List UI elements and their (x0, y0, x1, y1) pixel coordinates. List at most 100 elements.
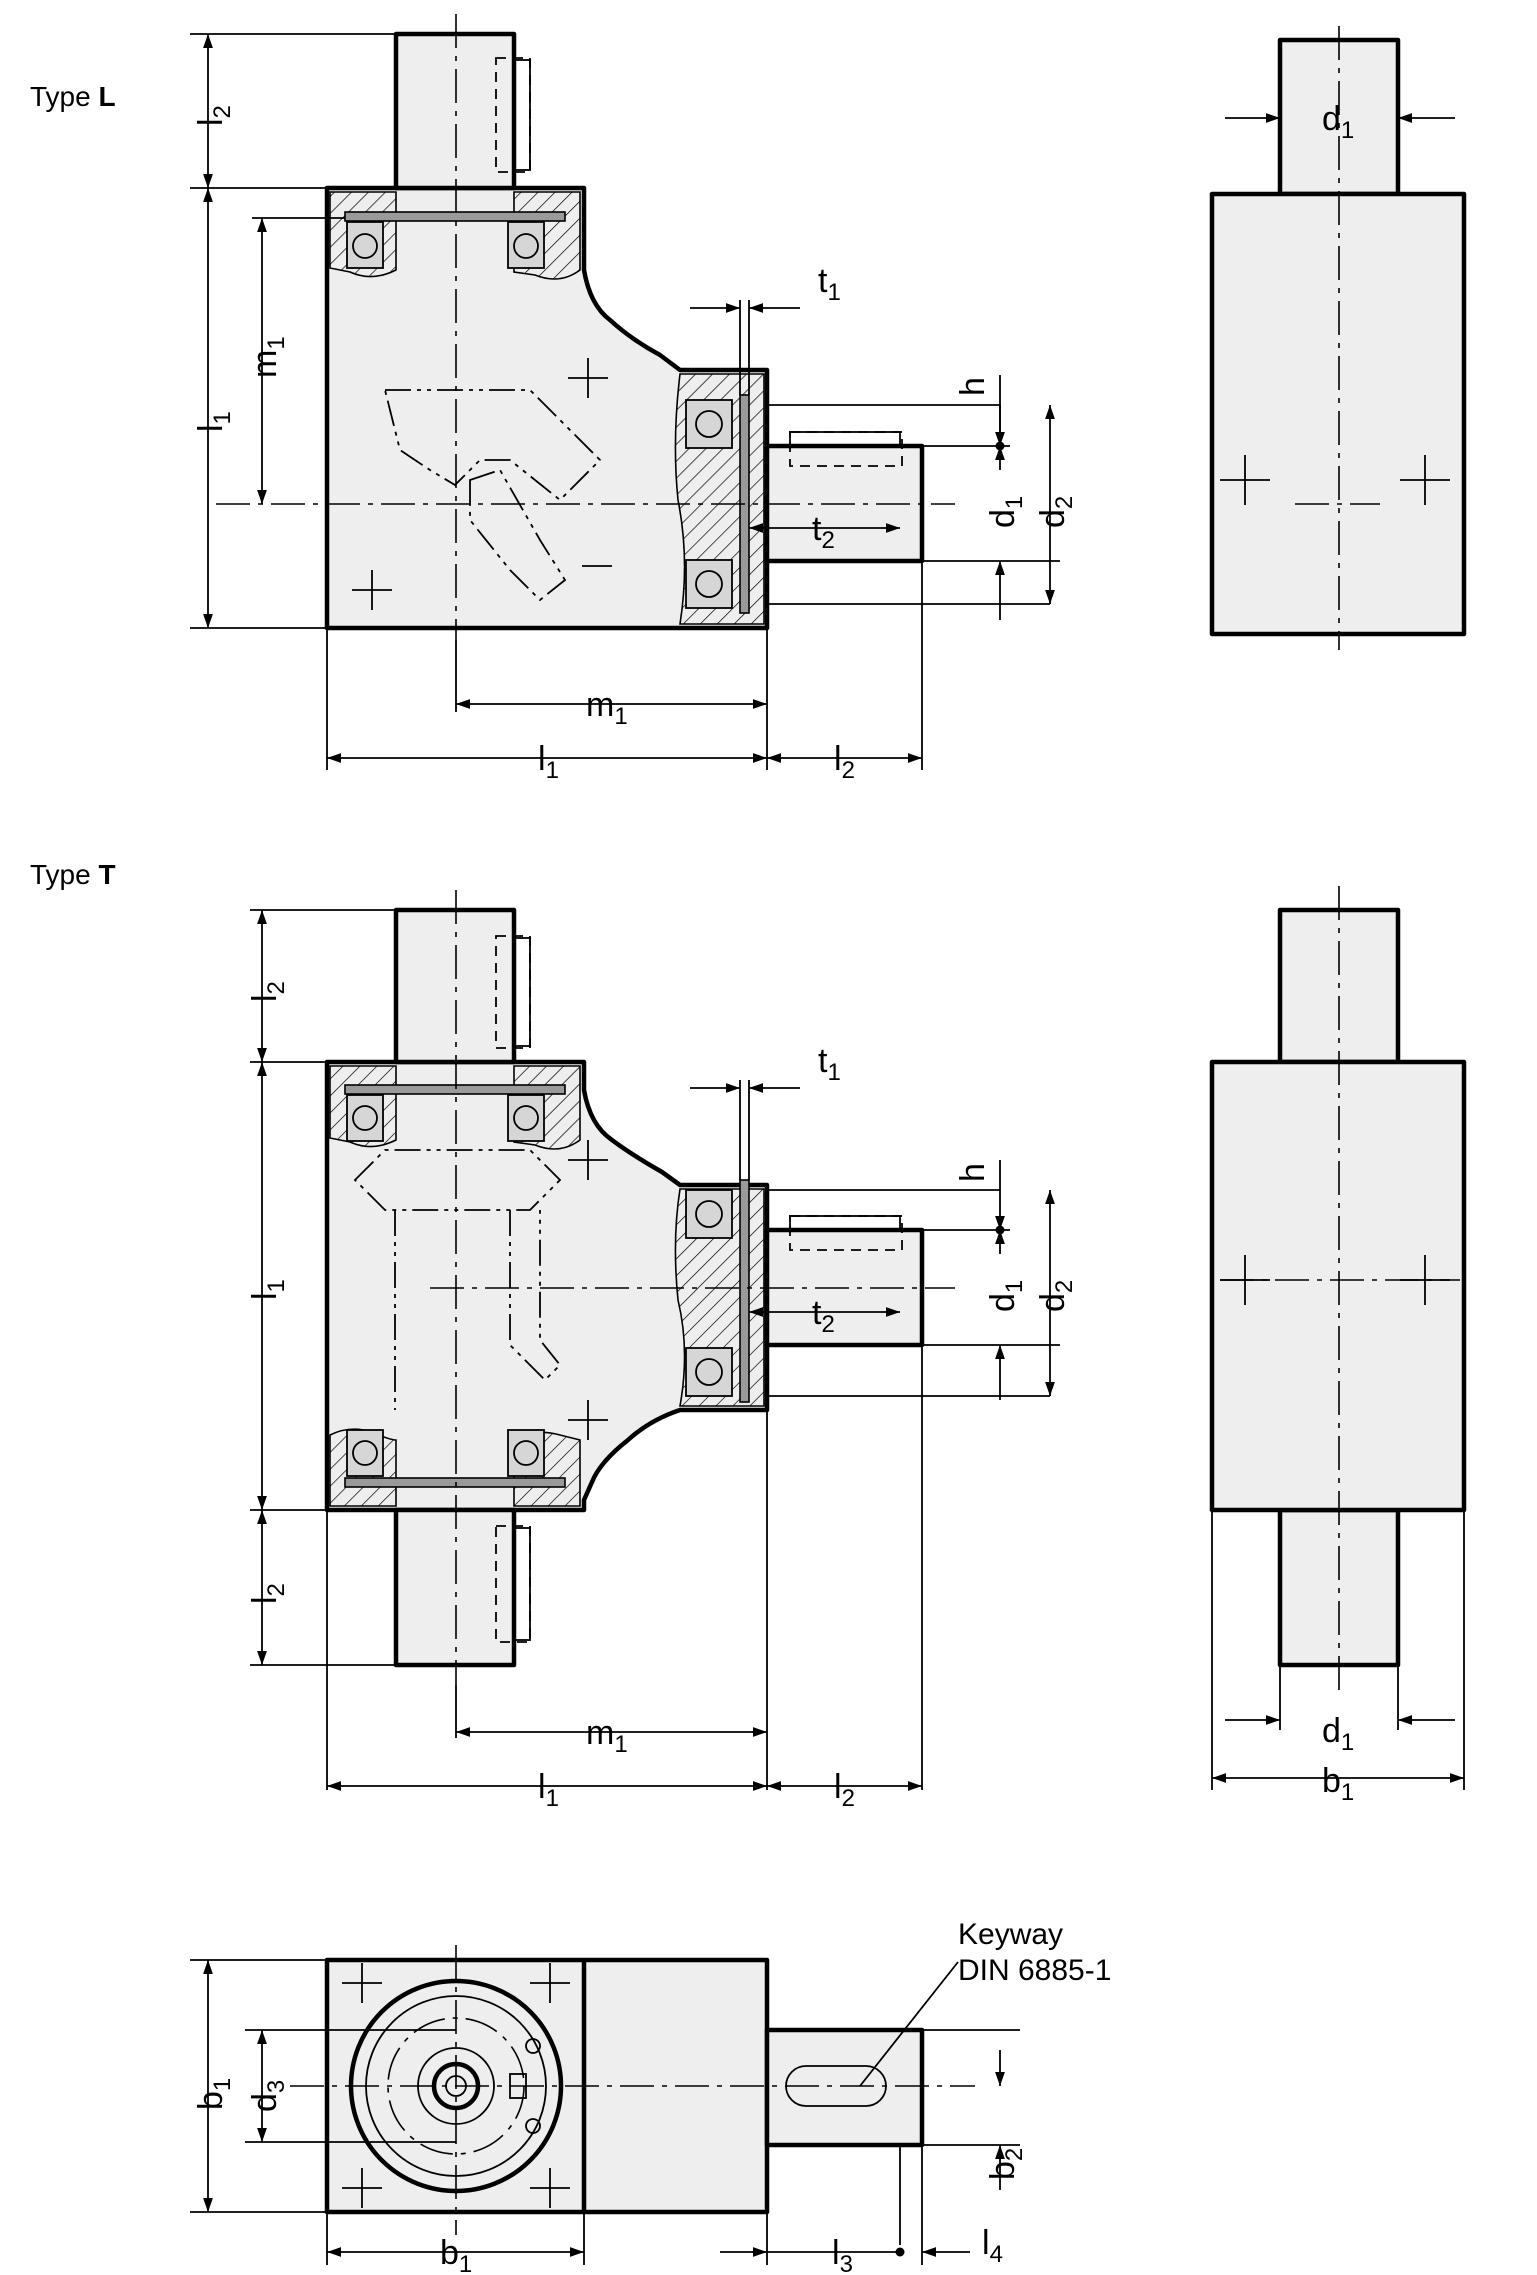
type-l-cross-2 (568, 358, 608, 398)
type-t-ball-rt (695, 1200, 723, 1228)
type-t-ball-bl (352, 1440, 378, 1466)
type-l-label-l1-left: l1 (192, 411, 236, 432)
top-view-label-b2: b2 (984, 2148, 1028, 2180)
type-t-side-label-d1: d1 (1322, 1712, 1354, 1756)
top-view-dim-l3-dot (895, 2247, 905, 2257)
type-t-top-shaft (393, 907, 517, 1065)
type-l-side-cross-right (1400, 455, 1450, 505)
type-t-side-label-b1: b1 (1322, 1762, 1354, 1806)
type-l-label-m1-left: m1 (246, 336, 290, 378)
top-view-ext-lines (190, 1959, 1020, 2265)
type-l-ball-tr (513, 233, 539, 259)
type-l-ball-tl (352, 233, 378, 259)
type-t-label-l1-left: l1 (246, 1279, 290, 1300)
top-view-label-l4: l4 (982, 2224, 1003, 2268)
top-view: b1 d3 b2 b1 l3 l4 Keyway DIN 6885-1 (190, 1918, 1111, 2275)
type-l-ball-rb (695, 570, 723, 598)
type-l-ext-vertical (326, 561, 923, 770)
type-t-label-l1-bottom: l1 (538, 1768, 559, 1812)
type-l-side-view: d1 (1209, 26, 1467, 650)
type-l-top-keyway-hidden (495, 57, 531, 173)
type-l-gear-phantom (383, 389, 602, 502)
type-l-label-m1-bottom: m1 (586, 686, 628, 730)
type-l-label-d1: d1 (984, 496, 1028, 528)
type-t-ball-rb (695, 1358, 723, 1386)
type-t-bottom-shaft (393, 1507, 517, 1668)
type-l-ext-t1 (739, 300, 750, 395)
type-l-label-l2-top: l2 (192, 105, 236, 126)
type-t-label-l2-lower: l2 (246, 1583, 290, 1604)
type-t-front-view: Type T (30, 859, 1078, 1812)
top-view-hole-lower (525, 2118, 541, 2134)
type-l-cross-1 (352, 570, 392, 610)
type-l-top-key (513, 59, 531, 171)
type-l-label-l1-bottom: l1 (538, 740, 559, 784)
type-t-plate-right (739, 1179, 750, 1403)
type-t-gear-phantom-2 (394, 1210, 562, 1410)
type-t-side-cross-right (1400, 1255, 1450, 1305)
top-view-cross-br (530, 2168, 570, 2208)
type-t-label-l2-bottom: l2 (834, 1768, 855, 1812)
type-t-ext-lines (250, 909, 923, 1790)
type-t-label-d1: d1 (984, 1280, 1028, 1312)
type-t-top-key (513, 937, 531, 1047)
type-t-ext-t1 (739, 1080, 750, 1180)
type-t-plate-bottom (344, 1477, 566, 1488)
top-view-cross-tr (530, 1963, 570, 2003)
type-t-side-cross-left (1220, 1255, 1270, 1305)
type-t-gear-phantom (353, 1149, 562, 1211)
top-view-output-shaft (764, 2027, 925, 2148)
type-t-cross-1 (568, 1140, 608, 1180)
type-t-caption: Type T (30, 859, 116, 890)
type-t-label-m1-bottom: m1 (586, 1714, 628, 1758)
type-l-output-keyway-hidden (789, 431, 903, 467)
type-t-ball-tl (352, 1105, 378, 1131)
type-l-side-cross-left (1220, 455, 1270, 505)
type-l-caption: Type L (30, 81, 116, 112)
type-t-ball-br (513, 1440, 539, 1466)
type-l-gear-phantom-2 (469, 468, 567, 602)
type-t-label-l2-top: l2 (246, 981, 290, 1002)
type-t-bottom-keyway-hidden (495, 1525, 531, 1643)
type-l-top-shaft (393, 31, 517, 191)
type-l-label-h: h (954, 377, 992, 396)
type-t-bearing-rt (685, 1189, 733, 1239)
type-l-side-label-d1: d1 (1322, 100, 1354, 144)
type-t-bottom-key (513, 1527, 531, 1641)
top-view-cross-tl (342, 1963, 382, 2003)
type-t-bearing-rb (685, 1347, 733, 1397)
type-l-side-housing (1209, 191, 1467, 637)
type-l-label-d2: d2 (1034, 496, 1078, 528)
top-view-keyway-leader (859, 1961, 959, 2087)
type-l-plate-top (344, 211, 566, 222)
type-t-side-view: d1 b1 (1209, 886, 1467, 1806)
top-view-label-b1-bottom: b1 (440, 2234, 472, 2275)
type-t-label-d2: d2 (1034, 1280, 1078, 1312)
top-view-cross-bl (342, 2168, 382, 2208)
type-t-ext-right (767, 1189, 1060, 1397)
type-l-label-t2: t2 (812, 510, 835, 554)
type-t-label-h: h (954, 1163, 992, 1182)
type-t-side-ext (1211, 1510, 1465, 1790)
type-l-bearing-rt (685, 399, 733, 449)
type-t-output-keyway-hidden (789, 1215, 903, 1251)
type-t-label-t2: t2 (812, 1294, 835, 1338)
type-t-cross-2 (568, 1400, 608, 1440)
type-t-side-housing (1209, 1059, 1467, 1513)
type-l-label-l2-bottom: l2 (834, 740, 855, 784)
type-l-ext-right (767, 404, 1060, 605)
top-view-keyway-note-line1: Keyway (958, 1918, 1063, 1951)
top-view-hole-upper (525, 2038, 541, 2054)
top-view-label-b1-left: b1 (192, 2078, 236, 2110)
type-l-label-t1: t1 (818, 262, 841, 306)
type-l-ball-rt (695, 410, 723, 438)
top-view-label-l3: l3 (832, 2234, 853, 2275)
top-view-keyway-note-line2: DIN 6885-1 (958, 1954, 1111, 1987)
type-t-label-t1: t1 (818, 1042, 841, 1086)
top-view-label-d3: d3 (246, 2080, 290, 2112)
type-t-ball-tr (513, 1105, 539, 1131)
type-l-front-view: Type L (30, 14, 1078, 784)
type-t-top-keyway-hidden (495, 935, 531, 1049)
type-t-plate-top (344, 1084, 566, 1095)
